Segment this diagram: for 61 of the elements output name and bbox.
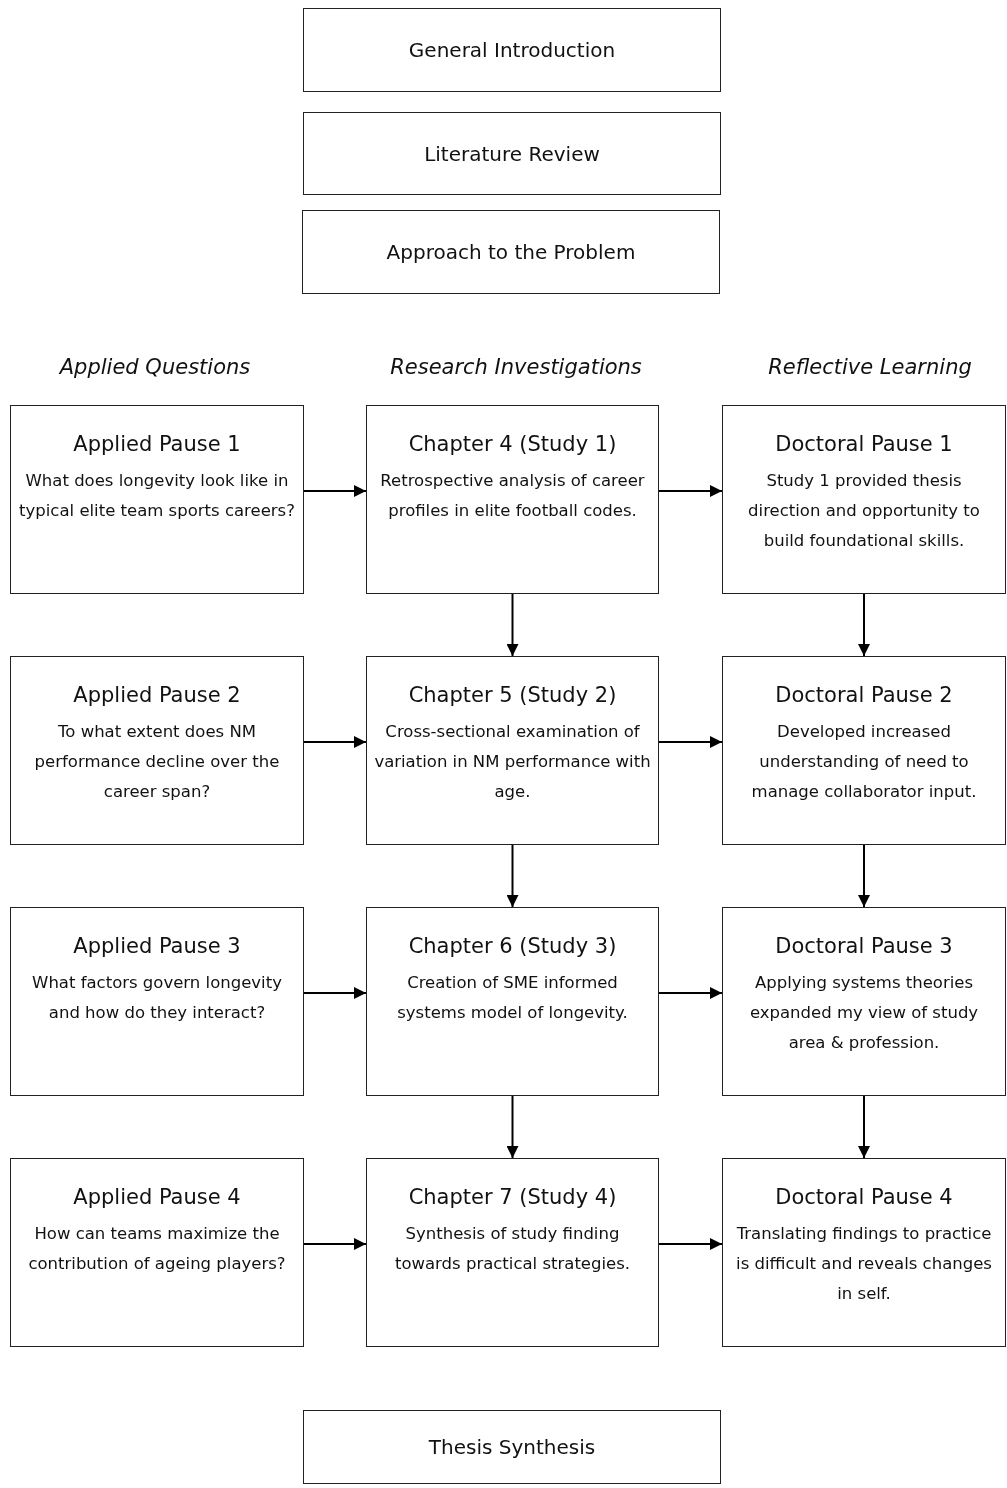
arrow (506, 593, 519, 657)
process-box (722, 405, 1006, 594)
box-title: General Introduction (408, 38, 616, 62)
process-box (10, 907, 304, 1096)
box-title: Thesis Synthesis (428, 1435, 596, 1459)
box-title: Chapter 6 (Study 3) (408, 934, 617, 958)
column-heading: Reflective Learning (768, 355, 972, 379)
arrow (658, 485, 723, 497)
arrow (303, 485, 367, 497)
arrow (658, 1238, 723, 1250)
process-box (303, 1410, 721, 1484)
process-box (366, 405, 659, 594)
box-title: Applied Pause 3 (73, 934, 241, 958)
arrow (658, 736, 723, 748)
box-description: Creation of SME informed systems model of longevity. (396, 972, 629, 1024)
box-description: How can teams maximize the contribution of ageing players? (27, 1223, 287, 1275)
process-box (302, 210, 720, 294)
box-description: To what extent does NM performance decline over the career span? (33, 721, 281, 803)
process-box (303, 8, 721, 92)
arrow (858, 593, 870, 657)
box-description: Study 1 provided thesis direction and opportunity to build foundational skills. (747, 470, 981, 552)
box-title: Applied Pause 2 (73, 683, 241, 707)
box-description: Cross-sectional examination of variation in NM performance with age. (373, 721, 652, 803)
box-title: Applied Pause 1 (73, 432, 241, 456)
box-title: Chapter 5 (Study 2) (408, 683, 617, 707)
box-description: Applying systems theories expanded my view of study area & profession. (748, 972, 980, 1054)
arrow (858, 844, 870, 908)
box-title: Doctoral Pause 2 (775, 683, 953, 707)
box-description: Developed increased understanding of need to manage collaborator input. (750, 721, 978, 803)
box-title: Applied Pause 4 (73, 1185, 241, 1209)
process-box (10, 656, 304, 845)
process-box (10, 405, 304, 594)
box-title: Doctoral Pause 3 (775, 934, 953, 958)
arrow (506, 1095, 519, 1159)
process-box (722, 907, 1006, 1096)
box-description: Synthesis of study finding towards practical strategies. (393, 1223, 632, 1275)
box-title: Chapter 7 (Study 4) (408, 1185, 617, 1209)
column-heading: Research Investigations (390, 355, 642, 379)
process-box (366, 907, 659, 1096)
arrow (506, 844, 519, 908)
process-box (722, 1158, 1006, 1347)
box-title: Approach to the Problem (386, 240, 636, 264)
arrow (303, 987, 367, 999)
arrow (858, 1095, 870, 1159)
box-description: What does longevity look like in typical elite team sports careers? (18, 470, 296, 522)
column-heading: Applied Questions (59, 355, 251, 379)
box-title: Doctoral Pause 4 (775, 1185, 953, 1209)
process-box (366, 1158, 659, 1347)
arrow (658, 987, 723, 999)
box-description: Retrospective analysis of career profiles in elite football codes. (379, 470, 646, 522)
arrow (303, 736, 367, 748)
box-title: Doctoral Pause 1 (775, 432, 953, 456)
process-box (303, 112, 721, 195)
box-title: Chapter 4 (Study 1) (408, 432, 617, 456)
box-description: What factors govern longevity and how do they interact? (31, 972, 283, 1024)
box-description: Translating findings to practice is difficult and reveals changes in self. (735, 1223, 993, 1305)
arrow (303, 1238, 367, 1250)
box-title: Literature Review (424, 141, 600, 166)
process-box (366, 656, 659, 845)
process-box (722, 656, 1006, 845)
process-box (10, 1158, 304, 1347)
